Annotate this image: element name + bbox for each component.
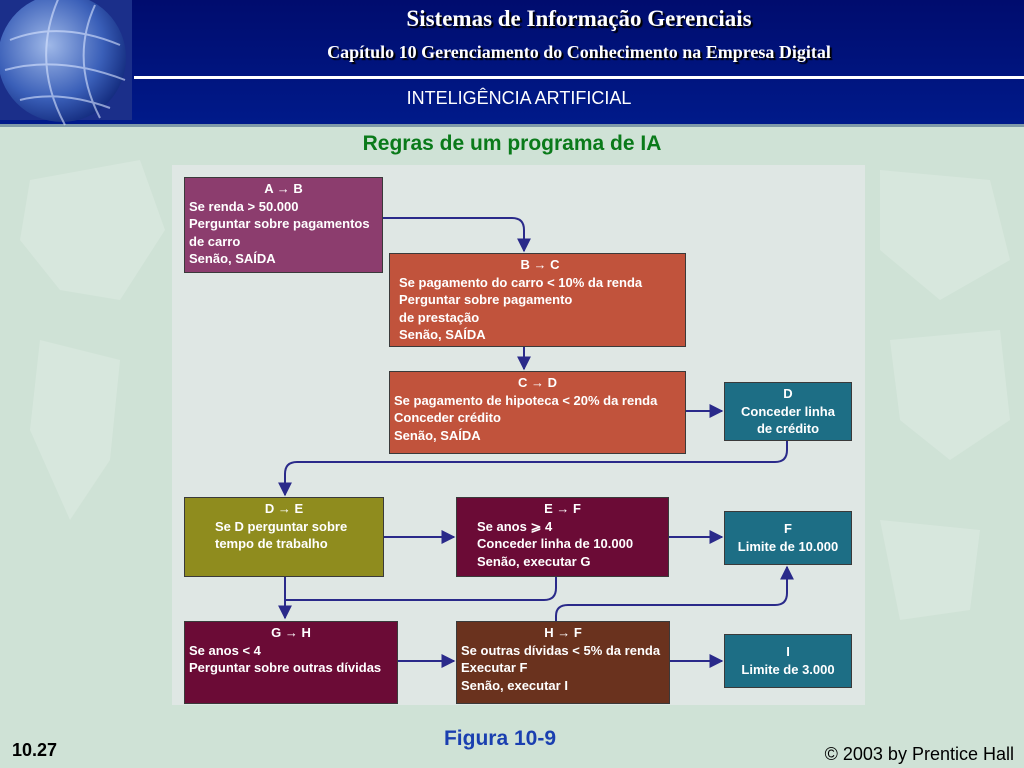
result-box-f: F Limite de 10.000 xyxy=(724,511,852,565)
header-title: Sistemas de Informação Gerenciais xyxy=(406,6,752,31)
rule-box-gh: G → H Se anos < 4 Perguntar sobre outras… xyxy=(184,621,398,704)
rule-box-hf: H → F Se outras dívidas < 5% da renda Ex… xyxy=(456,621,670,704)
result-box-i: I Limite de 3.000 xyxy=(724,634,852,688)
result-title: F xyxy=(784,521,792,536)
arrow-d-de xyxy=(278,441,788,497)
header-subtitle: Capítulo 10 Gerenciamento do Conheciment… xyxy=(327,42,831,62)
rule-title: H → F xyxy=(544,625,582,640)
result-title: I xyxy=(786,644,790,659)
slide-title: Regras de um programa de IA xyxy=(362,132,662,155)
rule-box-cd: C → D Se pagamento de hipoteca < 20% da … xyxy=(389,371,686,454)
section-title: INTELIGÊNCIA ARTIFICIAL xyxy=(406,88,632,108)
rule-title: D → E xyxy=(264,501,304,516)
slide-number: 10.27 xyxy=(12,740,58,760)
rule-box-de: D → E Se D perguntar sobre tempo de trab… xyxy=(184,497,384,577)
rule-title: A → B xyxy=(264,181,303,196)
figure-caption: Figura 10-9 xyxy=(443,727,557,750)
rule-title: C → D xyxy=(518,375,557,390)
arrow-hf-f xyxy=(555,565,794,621)
copyright-notice: © 2003 by Prentice Hall xyxy=(824,744,1014,764)
rule-title: E → F xyxy=(544,501,581,516)
rule-box-ef: E → F Se anos ⩾ 4 Conceder linha de 10.0… xyxy=(456,497,669,577)
arrow-ab-bc xyxy=(383,217,531,253)
watermark-map xyxy=(20,160,1010,620)
arrow-ef-gh xyxy=(285,577,557,601)
globe-logo-icon xyxy=(0,0,132,126)
result-box-d: D Conceder linha de crédito xyxy=(724,382,852,441)
rule-box-bc: B → C Se pagamento do carro < 10% da ren… xyxy=(389,253,686,347)
result-title: D xyxy=(783,386,793,401)
rule-title: B → C xyxy=(520,257,560,272)
rule-title: G → H xyxy=(271,625,311,640)
rule-box-ab: A → B Se renda > 50.000 Perguntar sobre … xyxy=(184,177,383,273)
